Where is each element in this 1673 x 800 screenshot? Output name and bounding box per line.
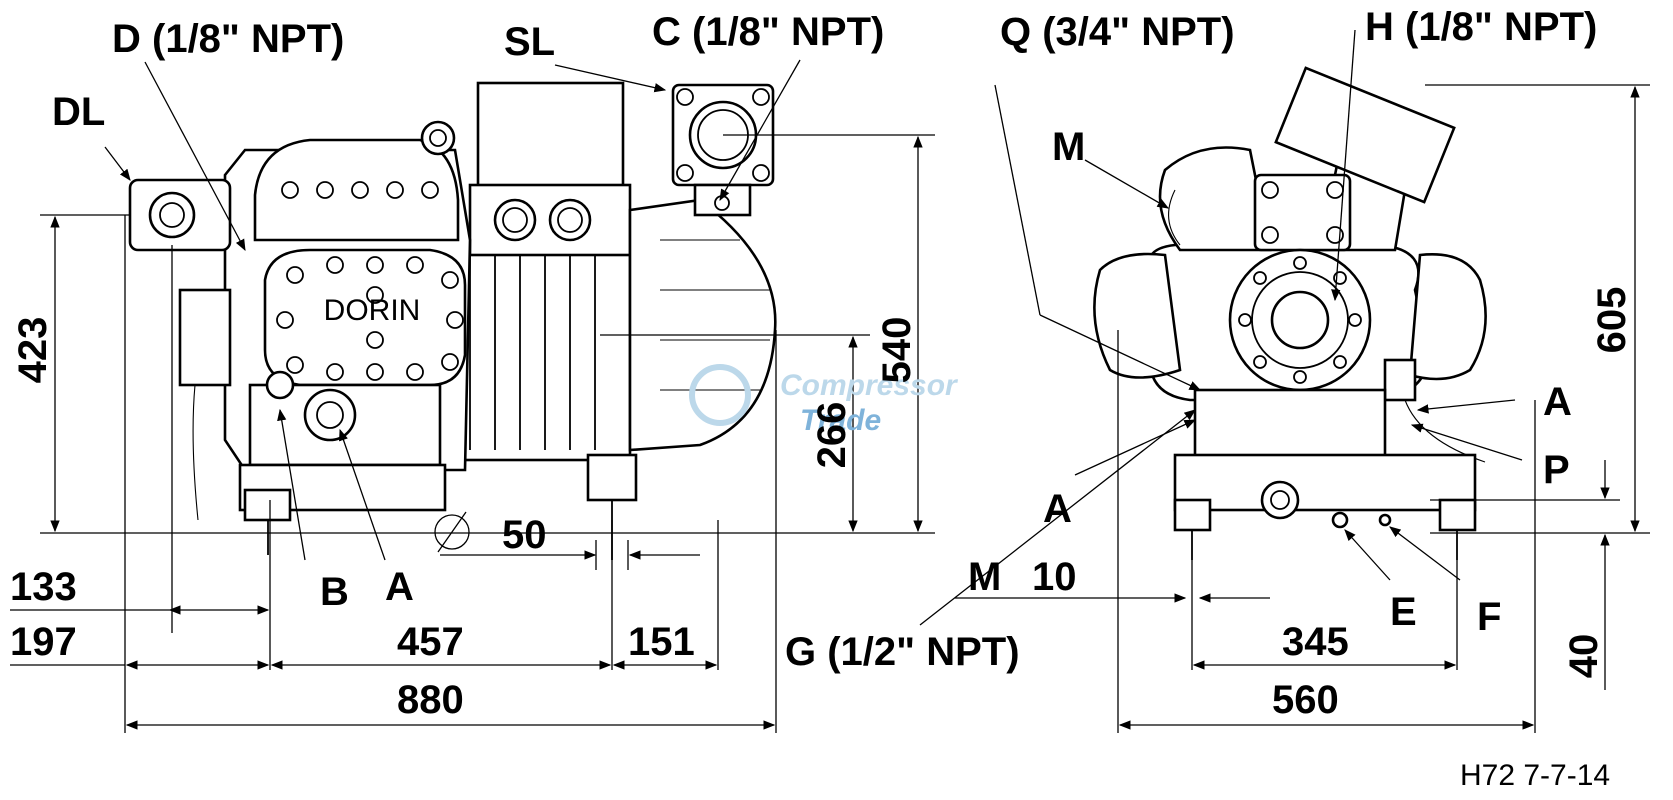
label-a-right: A — [1543, 380, 1572, 424]
oil-fill-plug — [265, 370, 295, 400]
label-f: F — [1477, 595, 1501, 639]
nameplate-text: DORIN — [324, 294, 421, 327]
label-p: P — [1543, 448, 1570, 492]
motor-body — [443, 228, 632, 462]
label-b: B — [320, 570, 349, 614]
label-m-top: M — [1052, 125, 1085, 169]
label-h: H (1/8" NPT) — [1365, 5, 1597, 49]
cable-gland-left — [493, 198, 537, 242]
dim-560: 560 — [1272, 678, 1339, 722]
end-housing-hub — [1270, 290, 1330, 350]
label-thread-m: M — [968, 555, 1001, 599]
drawing-reference: H72 7-7-14 — [1460, 759, 1610, 792]
dim-457: 457 — [397, 620, 464, 664]
top-valve-block — [1274, 66, 1456, 204]
cable-gland-right — [548, 198, 592, 242]
lifting-eye — [420, 120, 456, 156]
front-foot — [243, 488, 292, 522]
rear-foot — [586, 453, 638, 502]
side-view-compressor: DORIN — [128, 81, 777, 560]
dim-151: 151 — [628, 620, 695, 664]
upper-left-head — [1158, 146, 1272, 252]
cylinder-head-top — [253, 138, 460, 242]
dim-880: 880 — [397, 678, 464, 722]
label-q: Q (3/4" NPT) — [1000, 10, 1235, 54]
side-view-dimension-lines — [10, 134, 935, 733]
dim-423: 423 — [11, 317, 55, 384]
sensor-cable — [1404, 399, 1486, 463]
diameter-symbol — [434, 514, 470, 550]
dim-605: 605 — [1590, 287, 1634, 354]
label-sl: SL — [504, 20, 555, 64]
front-view-leaders — [919, 29, 1523, 626]
dimension-values: 423 540 266 605 40 133 197 457 151 880 3… — [10, 287, 1634, 722]
front-sump — [1193, 388, 1387, 462]
oil-pump — [178, 288, 232, 387]
discharge-port — [148, 191, 196, 239]
label-e: E — [1390, 590, 1417, 634]
watermark-line1: Compressor — [780, 369, 959, 402]
end-cover — [628, 198, 777, 452]
top-cable — [1168, 189, 1181, 246]
label-d: D (1/8" NPT) — [112, 17, 344, 61]
front-view-dimension-lines — [955, 84, 1650, 733]
port-f — [1378, 513, 1392, 527]
drain-plug — [1260, 480, 1300, 520]
motor-fins — [469, 240, 596, 450]
dim-345: 345 — [1282, 620, 1349, 664]
oil-sight-glass — [303, 388, 357, 442]
dim-40: 40 — [1562, 634, 1606, 679]
cable-gland-right-inner — [557, 207, 583, 233]
cable-gland-left-inner — [502, 207, 528, 233]
label-a-front: A — [1043, 487, 1072, 531]
watermark-line2: Trade — [800, 404, 881, 437]
pressure-sensor — [1383, 358, 1417, 402]
pump-cable — [192, 384, 199, 521]
front-base — [1173, 453, 1477, 512]
front-view-compressor — [1093, 66, 1487, 560]
label-g: G (1/2" NPT) — [785, 630, 1020, 674]
front-right-foot — [1438, 498, 1477, 532]
label-thread-size: 10 — [1032, 555, 1077, 599]
label-a-side: A — [385, 565, 414, 609]
label-dl: DL — [52, 90, 105, 134]
callout-labels: D (1/8" NPT) SL C (1/8" NPT) Q (3/4" NPT… — [52, 5, 1597, 674]
front-left-foot — [1173, 498, 1212, 532]
port-e — [1331, 511, 1349, 529]
dim-540: 540 — [875, 317, 919, 384]
dim-197: 197 — [10, 620, 77, 664]
label-c: C (1/8" NPT) — [652, 10, 884, 54]
left-cylinder-head — [1093, 252, 1182, 379]
suction-valve — [1253, 173, 1352, 252]
watermark-logo-icon — [689, 364, 751, 426]
side-view-leaders — [104, 59, 801, 561]
right-cylinder-head — [1408, 253, 1487, 381]
watermark: Compressor Trade — [689, 364, 959, 437]
terminal-box — [476, 81, 625, 195]
dim-133: 133 — [10, 565, 77, 609]
dim-266: 266 — [810, 402, 854, 469]
label-diameter: 50 — [502, 513, 547, 557]
